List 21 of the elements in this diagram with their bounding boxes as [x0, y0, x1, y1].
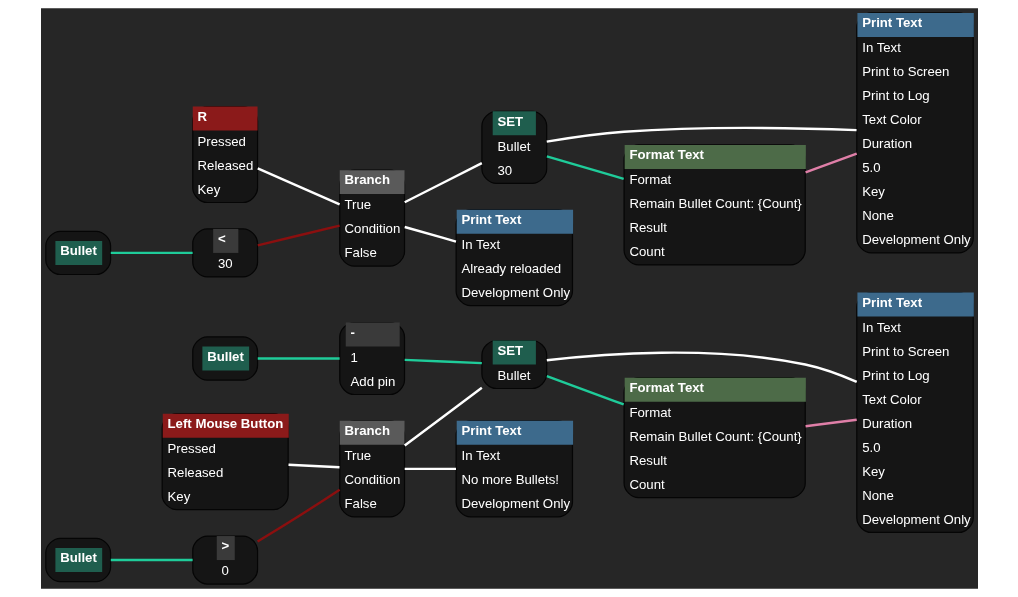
connector [546, 126, 857, 143]
connector [546, 351, 857, 384]
connector [287, 463, 340, 469]
node-box: Bullet [44, 537, 111, 583]
connector [110, 251, 193, 255]
connector [546, 155, 624, 180]
connector [110, 558, 193, 562]
connector [804, 418, 857, 428]
connector [403, 386, 483, 447]
node-box: Bullet [191, 336, 258, 381]
connector [804, 152, 857, 174]
connector [545, 374, 624, 406]
connector [403, 162, 482, 204]
connector [404, 358, 482, 365]
connector [404, 467, 456, 471]
connector [256, 167, 340, 206]
connector [403, 225, 456, 243]
connector [256, 488, 340, 543]
connector [257, 357, 340, 360]
node-box: Bullet [44, 230, 111, 276]
connector [256, 224, 340, 247]
